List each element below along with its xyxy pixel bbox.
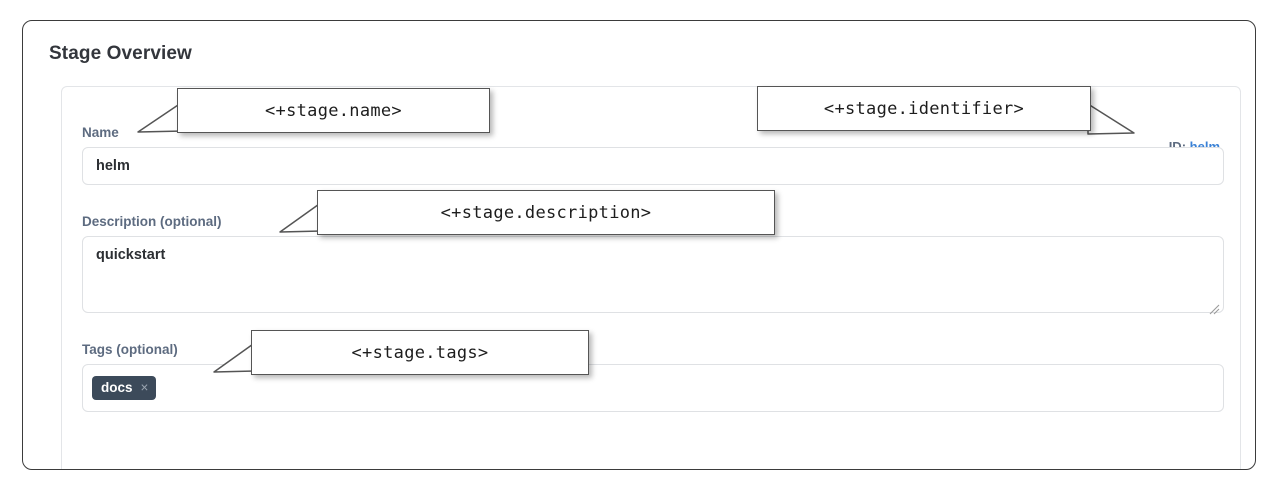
description-field-group: Description (optional)	[82, 214, 1224, 318]
description-textarea[interactable]	[82, 236, 1224, 313]
callout-text: <+stage.identifier>	[823, 98, 1025, 119]
close-icon[interactable]: ×	[140, 379, 149, 395]
description-textarea-wrap	[82, 236, 1224, 318]
name-input[interactable]	[82, 147, 1224, 185]
callout-text: <+stage.description>	[440, 202, 652, 223]
tags-label: Tags (optional)	[82, 342, 178, 357]
tags-field-group: Tags (optional) docs ×	[82, 342, 1224, 412]
callout-tail-identifier	[1087, 103, 1135, 135]
callout-stage-tags: <+stage.tags>	[251, 330, 589, 375]
name-field-group: Name	[82, 125, 1224, 185]
tag-chip-label: docs	[101, 379, 133, 395]
tag-chip[interactable]: docs ×	[92, 375, 157, 401]
description-label: Description (optional)	[82, 214, 222, 229]
name-label: Name	[82, 125, 119, 140]
callout-stage-description: <+stage.description>	[317, 190, 775, 235]
callout-text: <+stage.name>	[265, 100, 402, 121]
callout-stage-name: <+stage.name>	[177, 88, 490, 133]
stage-overview-card: ID: helm Name Description (optional)	[61, 86, 1241, 469]
tags-input[interactable]: docs ×	[82, 364, 1224, 412]
callout-stage-identifier: <+stage.identifier>	[757, 86, 1091, 131]
page-title: Stage Overview	[49, 43, 192, 64]
callout-text: <+stage.tags>	[351, 342, 489, 363]
